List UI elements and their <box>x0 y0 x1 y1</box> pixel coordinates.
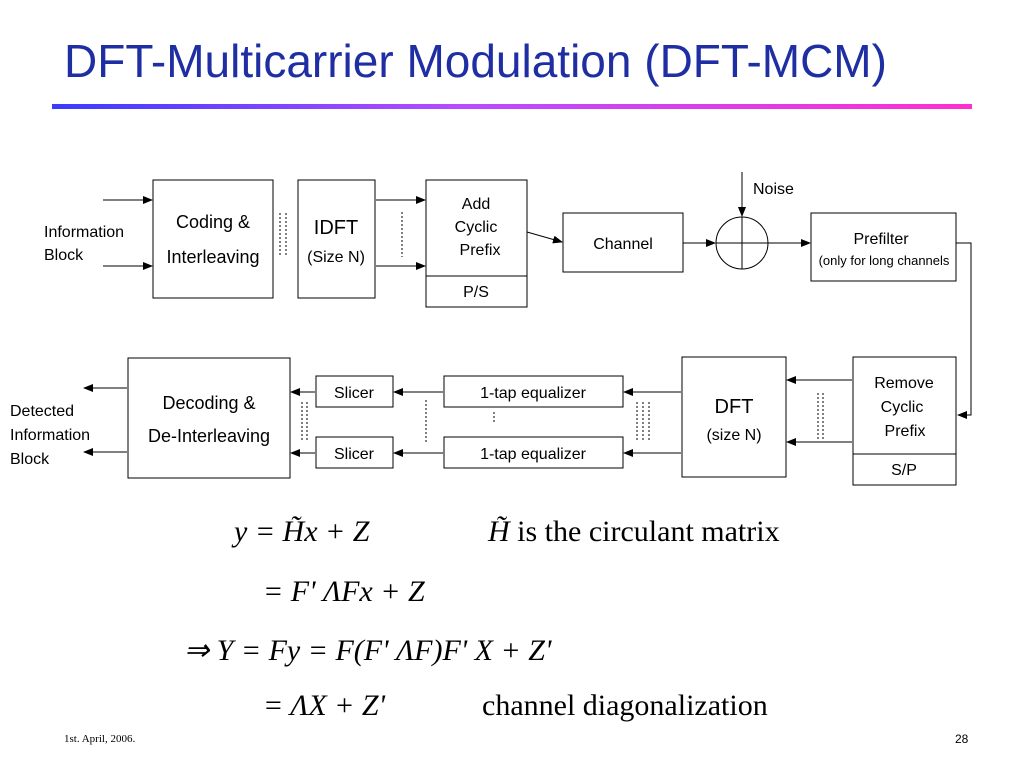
equalizer-block-1 <box>443 375 624 408</box>
equation-4-expression: = ΛX + Z' <box>263 689 385 722</box>
prefilter-note: (only for long channels <box>819 253 950 268</box>
add-cp-line1: Add <box>462 196 490 213</box>
coding-label-line1: Coding & <box>176 212 250 232</box>
channel-label: Channel <box>593 236 653 253</box>
coding-interleaving-block <box>152 179 274 299</box>
sp-block <box>852 453 957 486</box>
remove-cp-line1: Remove <box>874 375 934 392</box>
equation-line-1-note: H̃ is the circulant matrix <box>488 515 780 549</box>
output-label-line3: Block <box>10 451 50 468</box>
slicer-label-1: Slicer <box>334 385 375 402</box>
equation-4-note: channel diagonalization <box>482 689 768 722</box>
decoding-label-line2: De-Interleaving <box>148 426 270 446</box>
equation-3-expression: ⇒ Y = Fy = F(F' ΛF)F' X + Z' <box>184 634 552 667</box>
remove-cp-line2: Cyclic <box>881 399 924 416</box>
decoding-deinterleaving-block <box>127 357 291 479</box>
equalizer-label-2: 1-tap equalizer <box>480 446 587 463</box>
prefilter-block <box>810 212 957 282</box>
page-number: 28 <box>955 732 969 746</box>
equation-line-4-note: channel diagonalization <box>482 689 768 723</box>
ps-block <box>425 275 528 308</box>
input-label-line1: Information <box>44 224 124 241</box>
dft-block <box>681 356 787 478</box>
title-underline <box>52 104 972 109</box>
output-label-line1: Detected <box>10 403 74 420</box>
equation-line-2: = F' ΛFx + Z <box>263 575 425 609</box>
noise-label: Noise <box>753 181 794 198</box>
equalizer-block-2 <box>443 436 624 469</box>
equation-1-expression: y = H̃x + Z <box>234 515 370 548</box>
slicer-block-2 <box>315 436 394 469</box>
equation-1-note: is the circulant matrix <box>509 515 780 548</box>
output-label-line2: Information <box>10 427 90 444</box>
dft-label: DFT <box>715 396 754 418</box>
prefilter-label: Prefilter <box>853 231 909 248</box>
add-cyclic-prefix-block <box>425 179 528 277</box>
decoding-label-line1: Decoding & <box>162 393 255 413</box>
idft-size-label: (Size N) <box>307 249 365 266</box>
input-label-line2: Block <box>44 247 84 264</box>
remove-cp-line3: Prefix <box>885 423 926 440</box>
equation-line-3: ⇒ Y = Fy = F(F' ΛF)F' X + Z' <box>184 633 551 668</box>
sp-label: S/P <box>891 462 917 479</box>
slicer-block-1 <box>315 375 394 408</box>
equation-1-symbol: H̃ <box>488 515 510 548</box>
cp-to-channel-arrow <box>526 231 563 244</box>
equation-line-4: = ΛX + Z' <box>263 689 385 723</box>
footer-date: 1st. April, 2006. <box>64 733 136 745</box>
dft-size-label: (size N) <box>706 427 761 444</box>
coding-label-line2: Interleaving <box>166 247 259 267</box>
prefilter-to-remove-cp-arrow <box>956 242 972 419</box>
idft-label: IDFT <box>314 217 358 239</box>
remove-cyclic-prefix-block <box>852 356 957 455</box>
equalizer-label-1: 1-tap equalizer <box>480 385 587 402</box>
ps-label: P/S <box>463 284 489 301</box>
equation-line-1: y = H̃x + Z <box>234 515 369 549</box>
slicer-label-2: Slicer <box>334 446 375 463</box>
equation-2-expression: = F' ΛFx + Z <box>263 575 425 608</box>
add-cp-line3: Prefix <box>460 242 501 259</box>
slide-title: DFT-Multicarrier Modulation (DFT-MCM) <box>64 35 887 87</box>
idft-block <box>297 179 376 299</box>
add-cp-line2: Cyclic <box>455 219 498 236</box>
